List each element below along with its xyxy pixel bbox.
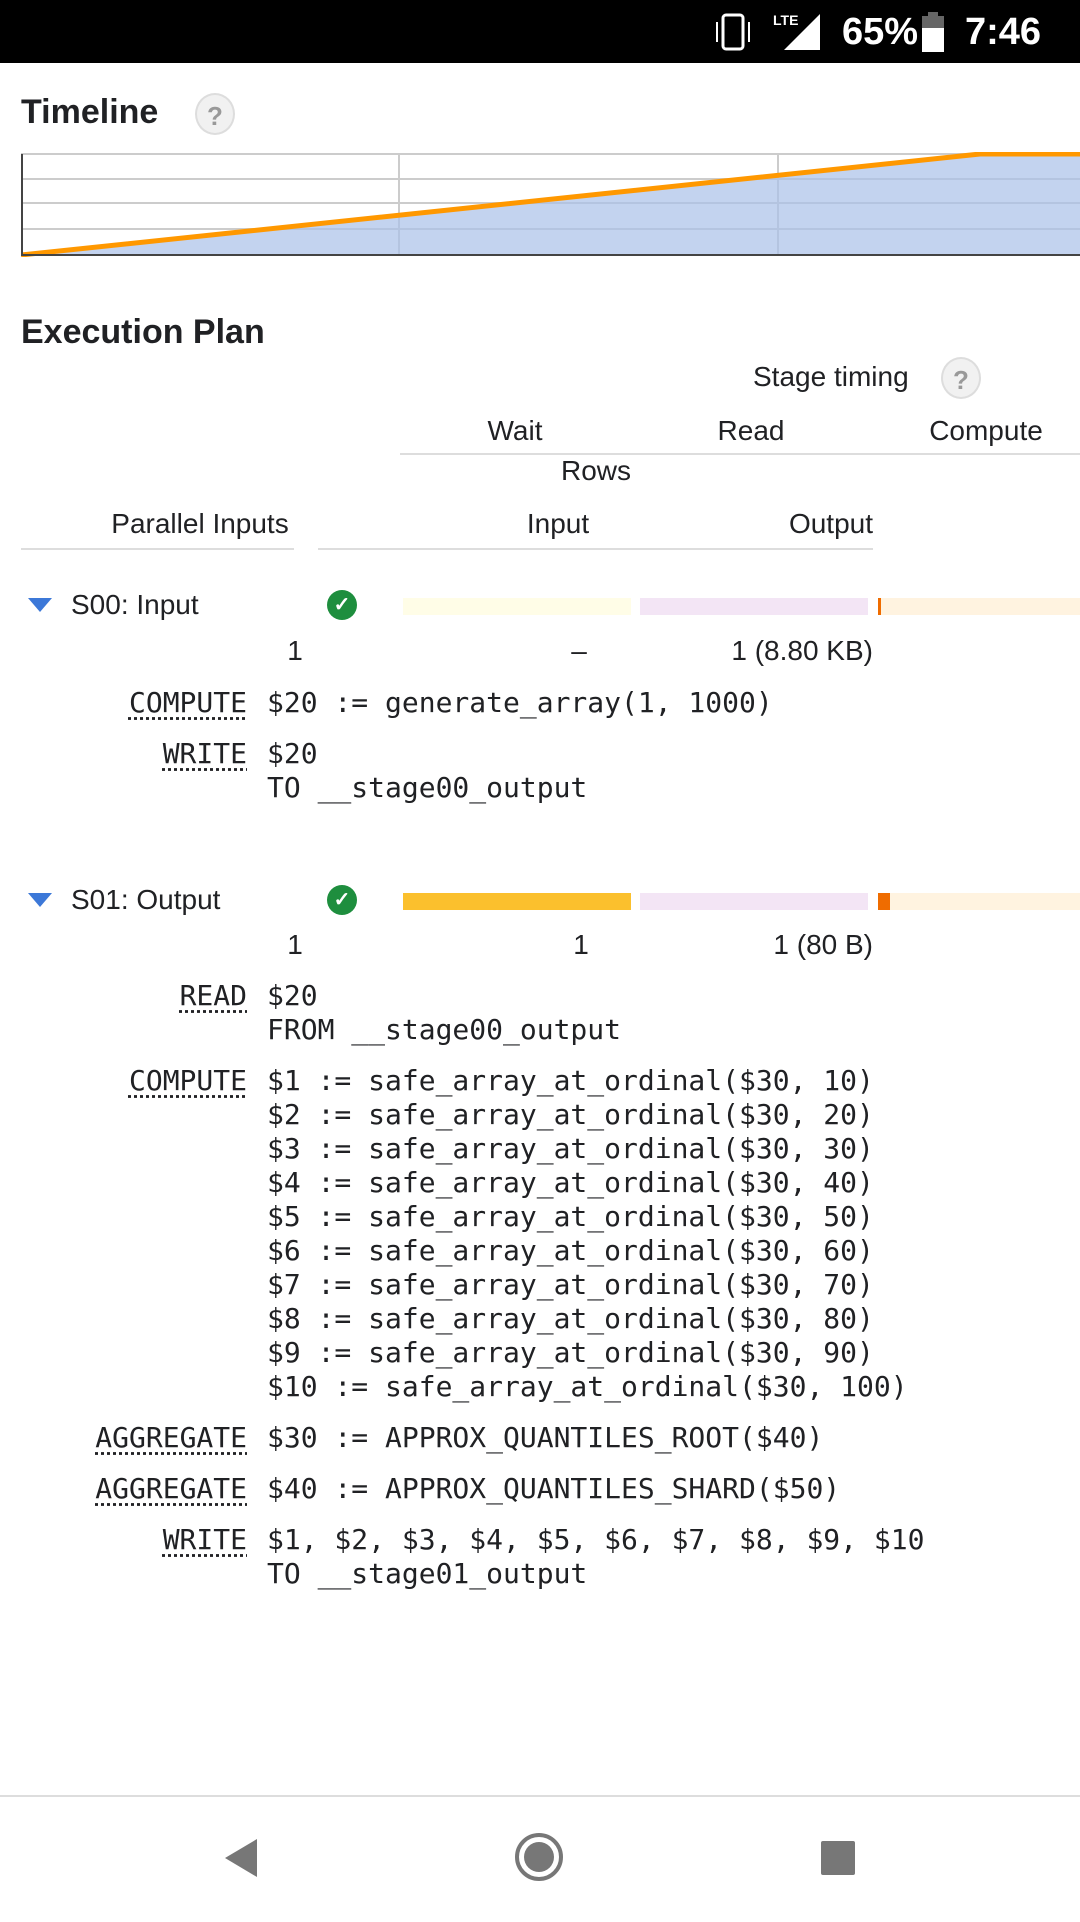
code-line: $7 := safe_array_at_ordinal($30, 70) xyxy=(267,1268,908,1302)
step-code: $1, $2, $3, $4, $5, $6, $7, $8, $9, $10T… xyxy=(267,1523,924,1591)
step-keyword[interactable]: READ xyxy=(0,979,247,1047)
status-bar: LTE 65% 7:46 xyxy=(0,0,1080,63)
timeline-help-button[interactable]: ? xyxy=(195,93,235,135)
parallel-inputs-value: 1 xyxy=(287,928,303,962)
parallel-inputs-value: 1 xyxy=(287,634,303,668)
plan-step: AGGREGATE $40 := APPROX_QUANTILES_SHARD($… xyxy=(0,1472,1080,1506)
step-keyword[interactable]: AGGREGATE xyxy=(0,1472,247,1506)
stage-timing-help-button[interactable]: ? xyxy=(941,357,981,399)
step-keyword[interactable]: COMPUTE xyxy=(0,686,247,720)
divider xyxy=(400,453,1080,455)
step-keyword-label[interactable]: AGGREGATE xyxy=(95,1421,247,1454)
compute-bar xyxy=(878,598,1080,615)
timeline-chart xyxy=(21,152,1080,257)
column-parallel-inputs: Parallel Inputs xyxy=(111,507,288,541)
rows-output-value: 1 (8.80 KB) xyxy=(731,634,873,668)
divider xyxy=(21,548,294,550)
code-line: $1, $2, $3, $4, $5, $6, $7, $8, $9, $10 xyxy=(267,1523,924,1557)
rows-input-value: 1 xyxy=(573,928,589,962)
code-line: $9 := safe_array_at_ordinal($30, 90) xyxy=(267,1336,908,1370)
check-circle-icon: ✓ xyxy=(327,885,357,915)
divider xyxy=(318,548,873,550)
plan-step: WRITE $1, $2, $3, $4, $5, $6, $7, $8, $9,… xyxy=(0,1523,1080,1591)
plan-step: READ $20FROM __stage00_output xyxy=(0,979,1080,1047)
read-bar xyxy=(640,893,868,910)
compute-bar xyxy=(878,893,1080,910)
code-line: $40 := APPROX_QUANTILES_SHARD($50) xyxy=(267,1472,840,1506)
step-code: $40 := APPROX_QUANTILES_SHARD($50) xyxy=(267,1472,840,1506)
plan-step: WRITE $20TO __stage00_output xyxy=(0,737,1080,805)
step-keyword[interactable]: WRITE xyxy=(0,737,247,805)
code-line: $10 := safe_array_at_ordinal($30, 100) xyxy=(267,1370,908,1404)
code-line: $8 := safe_array_at_ordinal($30, 80) xyxy=(267,1302,908,1336)
collapse-triangle-icon[interactable] xyxy=(28,893,52,907)
compute-bar-fill xyxy=(878,598,881,615)
read-bar xyxy=(640,598,868,615)
plan-step: COMPUTE $20 := generate_array(1, 1000) xyxy=(0,686,1080,720)
stage-name[interactable]: S01: Output xyxy=(71,883,220,917)
step-keyword-label[interactable]: AGGREGATE xyxy=(95,1472,247,1505)
step-code: $20TO __stage00_output xyxy=(267,737,587,805)
plan-step: AGGREGATE $30 := APPROX_QUANTILES_ROOT($4… xyxy=(0,1421,1080,1455)
battery-icon xyxy=(922,12,944,52)
signal-icon xyxy=(784,14,822,50)
step-code: $20 := generate_array(1, 1000) xyxy=(267,686,773,720)
column-read: Read xyxy=(718,414,785,448)
wait-bar-fill xyxy=(403,893,631,910)
step-keyword-label[interactable]: READ xyxy=(180,979,247,1012)
code-line: TO __stage01_output xyxy=(267,1557,924,1591)
stage-timing-label: Stage timing xyxy=(753,360,909,394)
timeline-title: Timeline xyxy=(21,92,158,132)
code-line: $20 xyxy=(267,979,621,1013)
stage-name[interactable]: S00: Input xyxy=(71,588,199,622)
step-code: $1 := safe_array_at_ordinal($30, 10)$2 :… xyxy=(267,1064,908,1404)
code-line: $20 := generate_array(1, 1000) xyxy=(267,686,773,720)
step-keyword-label[interactable]: COMPUTE xyxy=(129,686,247,719)
collapse-triangle-icon[interactable] xyxy=(28,598,52,612)
step-code: $20FROM __stage00_output xyxy=(267,979,621,1047)
plan-step: COMPUTE $1 := safe_array_at_ordinal($30, … xyxy=(0,1064,1080,1404)
step-code: $30 := APPROX_QUANTILES_ROOT($40) xyxy=(267,1421,823,1455)
code-line: $1 := safe_array_at_ordinal($30, 10) xyxy=(267,1064,908,1098)
code-line: $4 := safe_array_at_ordinal($30, 40) xyxy=(267,1166,908,1200)
code-line: $6 := safe_array_at_ordinal($30, 60) xyxy=(267,1234,908,1268)
rows-input-value: – xyxy=(571,634,587,668)
step-keyword[interactable]: AGGREGATE xyxy=(0,1421,247,1455)
step-keyword[interactable]: COMPUTE xyxy=(0,1064,247,1404)
column-input: Input xyxy=(527,507,589,541)
step-keyword[interactable]: WRITE xyxy=(0,1523,247,1591)
code-line: TO __stage00_output xyxy=(267,771,587,805)
step-keyword-label[interactable]: WRITE xyxy=(163,1523,247,1556)
code-line: $2 := safe_array_at_ordinal($30, 20) xyxy=(267,1098,908,1132)
column-compute: Compute xyxy=(929,414,1043,448)
wait-bar xyxy=(403,598,631,615)
code-line: $5 := safe_array_at_ordinal($30, 50) xyxy=(267,1200,908,1234)
code-line: $30 := APPROX_QUANTILES_ROOT($40) xyxy=(267,1421,823,1455)
code-line: $3 := safe_array_at_ordinal($30, 30) xyxy=(267,1132,908,1166)
rows-label: Rows xyxy=(561,454,631,488)
code-line: $20 xyxy=(267,737,587,771)
navigation-bar xyxy=(0,1795,1080,1922)
recents-button-icon[interactable] xyxy=(821,1841,855,1875)
execution-plan-title: Execution Plan xyxy=(21,312,265,352)
step-keyword-label[interactable]: WRITE xyxy=(163,737,247,770)
rows-output-value: 1 (80 B) xyxy=(773,928,873,962)
check-circle-icon: ✓ xyxy=(327,590,357,620)
battery-percent: 65% xyxy=(842,10,918,54)
home-button-icon[interactable] xyxy=(514,1832,564,1882)
code-line: FROM __stage00_output xyxy=(267,1013,621,1047)
step-keyword-label[interactable]: COMPUTE xyxy=(129,1064,247,1097)
stage-steps: READ $20FROM __stage00_outputCOMPUTE $1 :=… xyxy=(0,979,1080,1608)
column-wait: Wait xyxy=(488,414,543,448)
vibrate-icon xyxy=(713,12,753,52)
back-button-icon[interactable] xyxy=(223,1839,259,1877)
wait-bar xyxy=(403,893,631,910)
clock: 7:46 xyxy=(965,10,1041,54)
stage-steps: COMPUTE $20 := generate_array(1, 1000) WRI… xyxy=(0,686,1080,822)
compute-bar-fill xyxy=(878,893,890,910)
column-output: Output xyxy=(789,507,873,541)
